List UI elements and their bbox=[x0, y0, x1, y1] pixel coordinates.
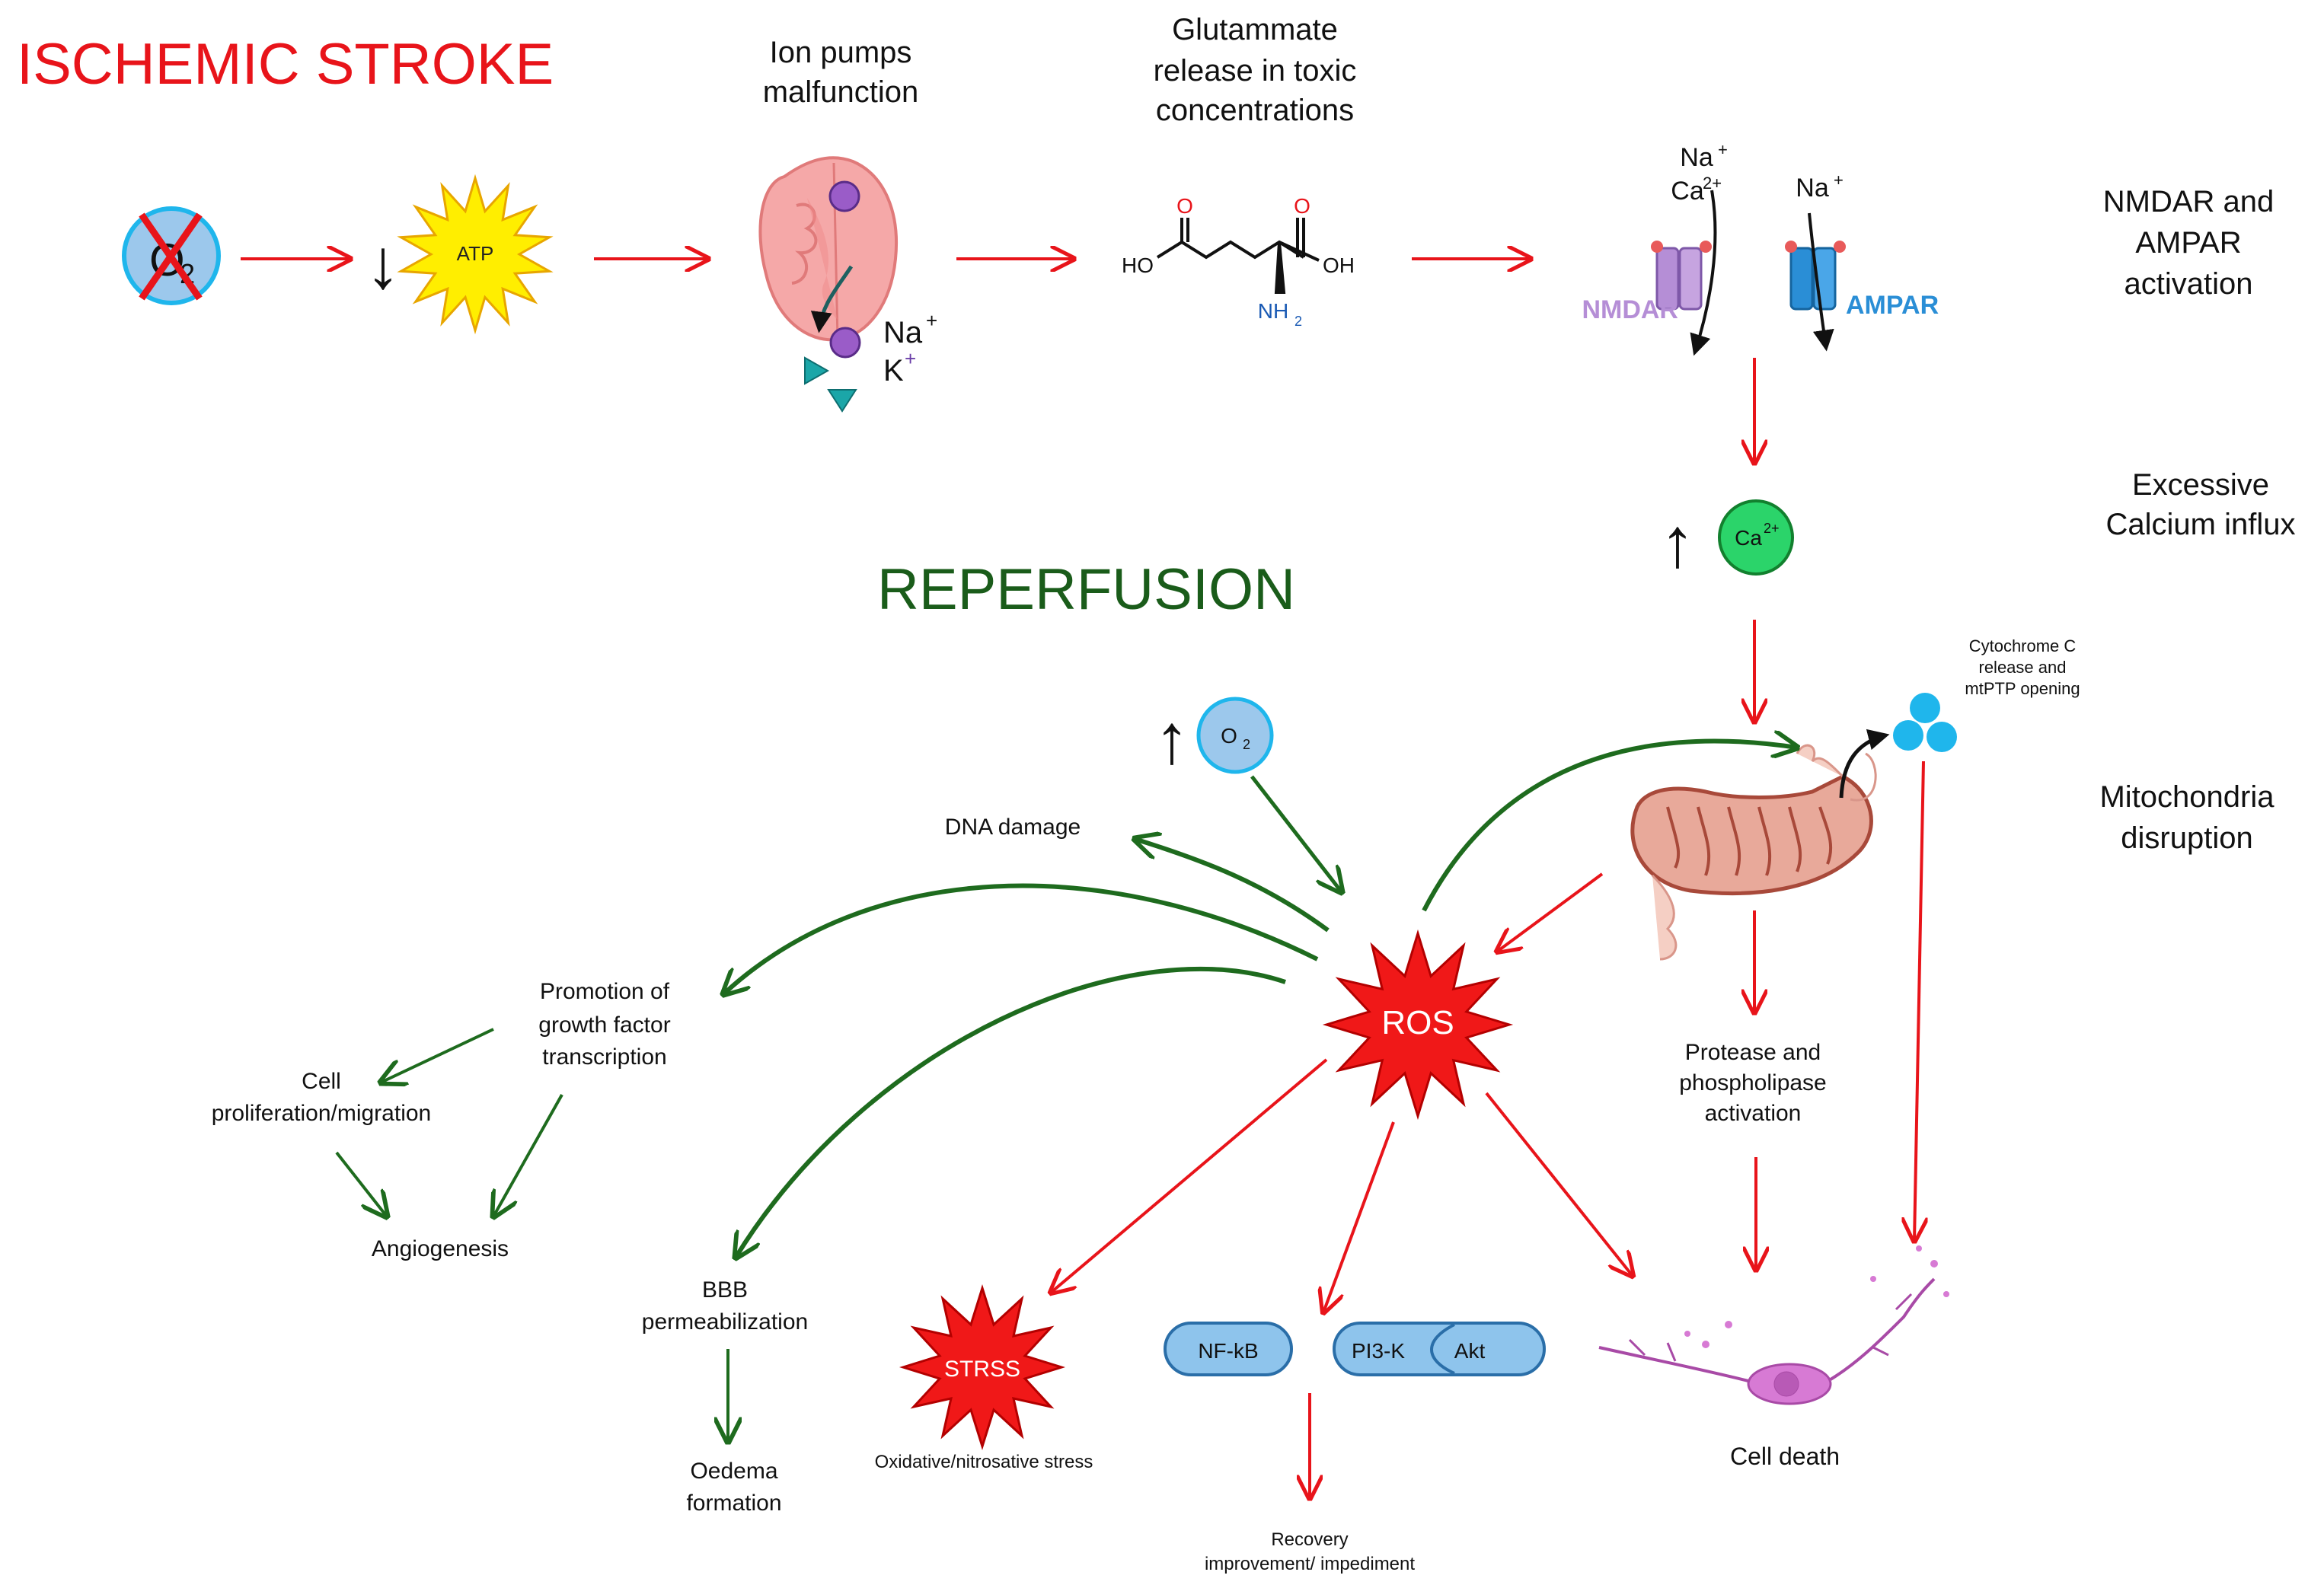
growth-line2: growth factor bbox=[538, 1012, 670, 1038]
cytochrome-line1: Cytochrome C bbox=[1969, 636, 2077, 655]
ion-pump-icon: Na + K + bbox=[758, 156, 937, 413]
arrow-cytochrome-to-celldeath bbox=[1914, 761, 1923, 1241]
nmdar-ampar-line3: activation bbox=[2124, 267, 2253, 301]
ion-pumps-line1: Ion pumps bbox=[770, 36, 912, 69]
glutamate-line1: Glutammate bbox=[1172, 13, 1338, 46]
ros-burst-icon: ROS bbox=[1322, 929, 1514, 1121]
receptor-ca-label: Ca bbox=[1671, 177, 1704, 206]
o2-up-arrow: ↑ bbox=[1154, 700, 1189, 778]
ampar-na-label: Na bbox=[1796, 174, 1829, 202]
o2-reperfusion-icon: O 2 bbox=[1196, 697, 1274, 774]
growth-line3: transcription bbox=[542, 1044, 666, 1070]
arrow-ros-to-celldeath bbox=[1485, 1092, 1633, 1276]
receptor-na-label: Na bbox=[1680, 143, 1713, 172]
o2-reperf-symbol: O bbox=[1221, 724, 1237, 748]
cytochrome-release-arrow bbox=[1839, 729, 1890, 799]
arrow-o2-to-ros bbox=[1250, 775, 1342, 892]
arrow-mito-to-ros bbox=[1497, 872, 1604, 952]
ion-pumps-line2: malfunction bbox=[763, 75, 919, 109]
cytochrome-c-icon bbox=[1893, 693, 1957, 752]
prolif-line2: proliferation/migration bbox=[212, 1101, 431, 1126]
glu-o-left: O bbox=[1176, 194, 1193, 218]
calcium-ion-icon: Ca 2+ bbox=[1718, 499, 1794, 576]
o2-reperf-sub: 2 bbox=[1243, 737, 1250, 752]
receptor-na-plus: + bbox=[1718, 140, 1728, 159]
arrow-ros-to-bbb bbox=[736, 966, 1286, 1258]
atp-down-arrow: ↓ bbox=[366, 225, 401, 303]
glu-nh: NH bbox=[1258, 299, 1288, 323]
ros-label: ROS bbox=[1381, 1004, 1454, 1041]
arrow-prolif-to-angio bbox=[335, 1151, 387, 1217]
pump-na-plus: + bbox=[926, 309, 937, 332]
strss-burst-icon: STRSS bbox=[899, 1283, 1066, 1451]
glu-nh-sub: 2 bbox=[1294, 314, 1302, 329]
dna-damage-label: DNA damage bbox=[945, 815, 1081, 840]
protease-line2: phospholipase bbox=[1679, 1070, 1827, 1095]
recovery-line2: improvement/ impediment bbox=[1205, 1554, 1415, 1574]
ischemic-stroke-title: ISCHEMIC STROKE bbox=[17, 32, 554, 97]
arrow-ros-to-dna bbox=[1135, 839, 1330, 933]
oedema-line2: formation bbox=[686, 1491, 781, 1516]
pi3k-label: PI3-K bbox=[1352, 1339, 1405, 1363]
recovery-line1: Recovery bbox=[1271, 1529, 1348, 1550]
mito-line2: disruption bbox=[2121, 821, 2252, 855]
oedema-line1: Oedema bbox=[690, 1459, 777, 1484]
nfkb-label: NF-kB bbox=[1198, 1339, 1258, 1363]
arrow-ros-to-recovery bbox=[1323, 1121, 1395, 1312]
nmdar-ampar-line2: AMPAR bbox=[2135, 226, 2241, 260]
arrow-ros-to-growth bbox=[723, 883, 1319, 994]
akt-label: Akt bbox=[1454, 1339, 1486, 1363]
calcium-up-arrow: ↑ bbox=[1660, 504, 1695, 582]
receptor-ca-sup: 2+ bbox=[1703, 174, 1722, 193]
calcium-ion-label: Ca bbox=[1735, 526, 1762, 550]
bbb-line2: permeabilization bbox=[642, 1309, 808, 1334]
glu-o-right: O bbox=[1294, 194, 1310, 218]
nmdar-label: NMDAR bbox=[1582, 295, 1678, 324]
calcium-line1: Excessive bbox=[2132, 468, 2269, 502]
oxidative-label: Oxidative/nitrosative stress bbox=[875, 1452, 1093, 1472]
prolif-line1: Cell bbox=[302, 1069, 341, 1094]
arrow-ros-to-strss bbox=[1051, 1058, 1328, 1293]
glu-ho: HO bbox=[1122, 254, 1154, 277]
nfkb-pill: NF-kB bbox=[1164, 1322, 1293, 1376]
mitochondrion-icon bbox=[1630, 744, 1877, 961]
arrow-ros-to-mito bbox=[1422, 741, 1797, 912]
nmdar-influx-arrow bbox=[1690, 190, 1717, 356]
reperfusion-title: REPERFUSION bbox=[877, 557, 1295, 622]
calcium-line2: Calcium influx bbox=[2106, 508, 2296, 541]
dying-neuron-icon bbox=[1598, 1245, 1949, 1405]
pump-k-plus: + bbox=[905, 347, 916, 370]
growth-line1: Promotion of bbox=[540, 979, 670, 1004]
atp-burst-icon: ATP bbox=[397, 174, 554, 335]
glutamate-molecule bbox=[1156, 218, 1320, 294]
ampar-influx-arrow bbox=[1808, 212, 1834, 352]
protease-line1: Protease and bbox=[1685, 1040, 1821, 1065]
cytochrome-line2: release and bbox=[1979, 658, 2067, 677]
cell-death-label: Cell death bbox=[1730, 1443, 1840, 1470]
glu-oh: OH bbox=[1323, 254, 1355, 277]
glutamate-line3: concentrations bbox=[1156, 94, 1354, 127]
bbb-line1: BBB bbox=[702, 1277, 748, 1303]
nmdar-receptor-icon bbox=[1651, 241, 1712, 311]
cytochrome-line3: mtPTP opening bbox=[1965, 679, 2080, 698]
ampar-label: AMPAR bbox=[1846, 291, 1939, 320]
o2-shortage-icon: O 2 bbox=[122, 206, 221, 305]
nmdar-ampar-line1: NMDAR and bbox=[2103, 185, 2275, 218]
protease-line3: activation bbox=[1705, 1101, 1802, 1126]
strss-label: STRSS bbox=[944, 1357, 1020, 1382]
glutamate-line2: release in toxic bbox=[1154, 54, 1357, 88]
pump-na-label: Na bbox=[883, 316, 923, 349]
calcium-ion-sup: 2+ bbox=[1764, 521, 1780, 536]
arrow-growth-to-prolif bbox=[381, 1028, 494, 1083]
arrow-growth-to-angio bbox=[493, 1094, 563, 1217]
pump-k-label: K bbox=[883, 354, 904, 387]
mito-line1: Mitochondria bbox=[2099, 780, 2275, 814]
pi3k-akt-pill: PI3-K Akt bbox=[1333, 1322, 1546, 1376]
angiogenesis-label: Angiogenesis bbox=[372, 1236, 509, 1261]
atp-label: ATP bbox=[457, 242, 494, 265]
ampar-na-plus: + bbox=[1834, 171, 1844, 190]
